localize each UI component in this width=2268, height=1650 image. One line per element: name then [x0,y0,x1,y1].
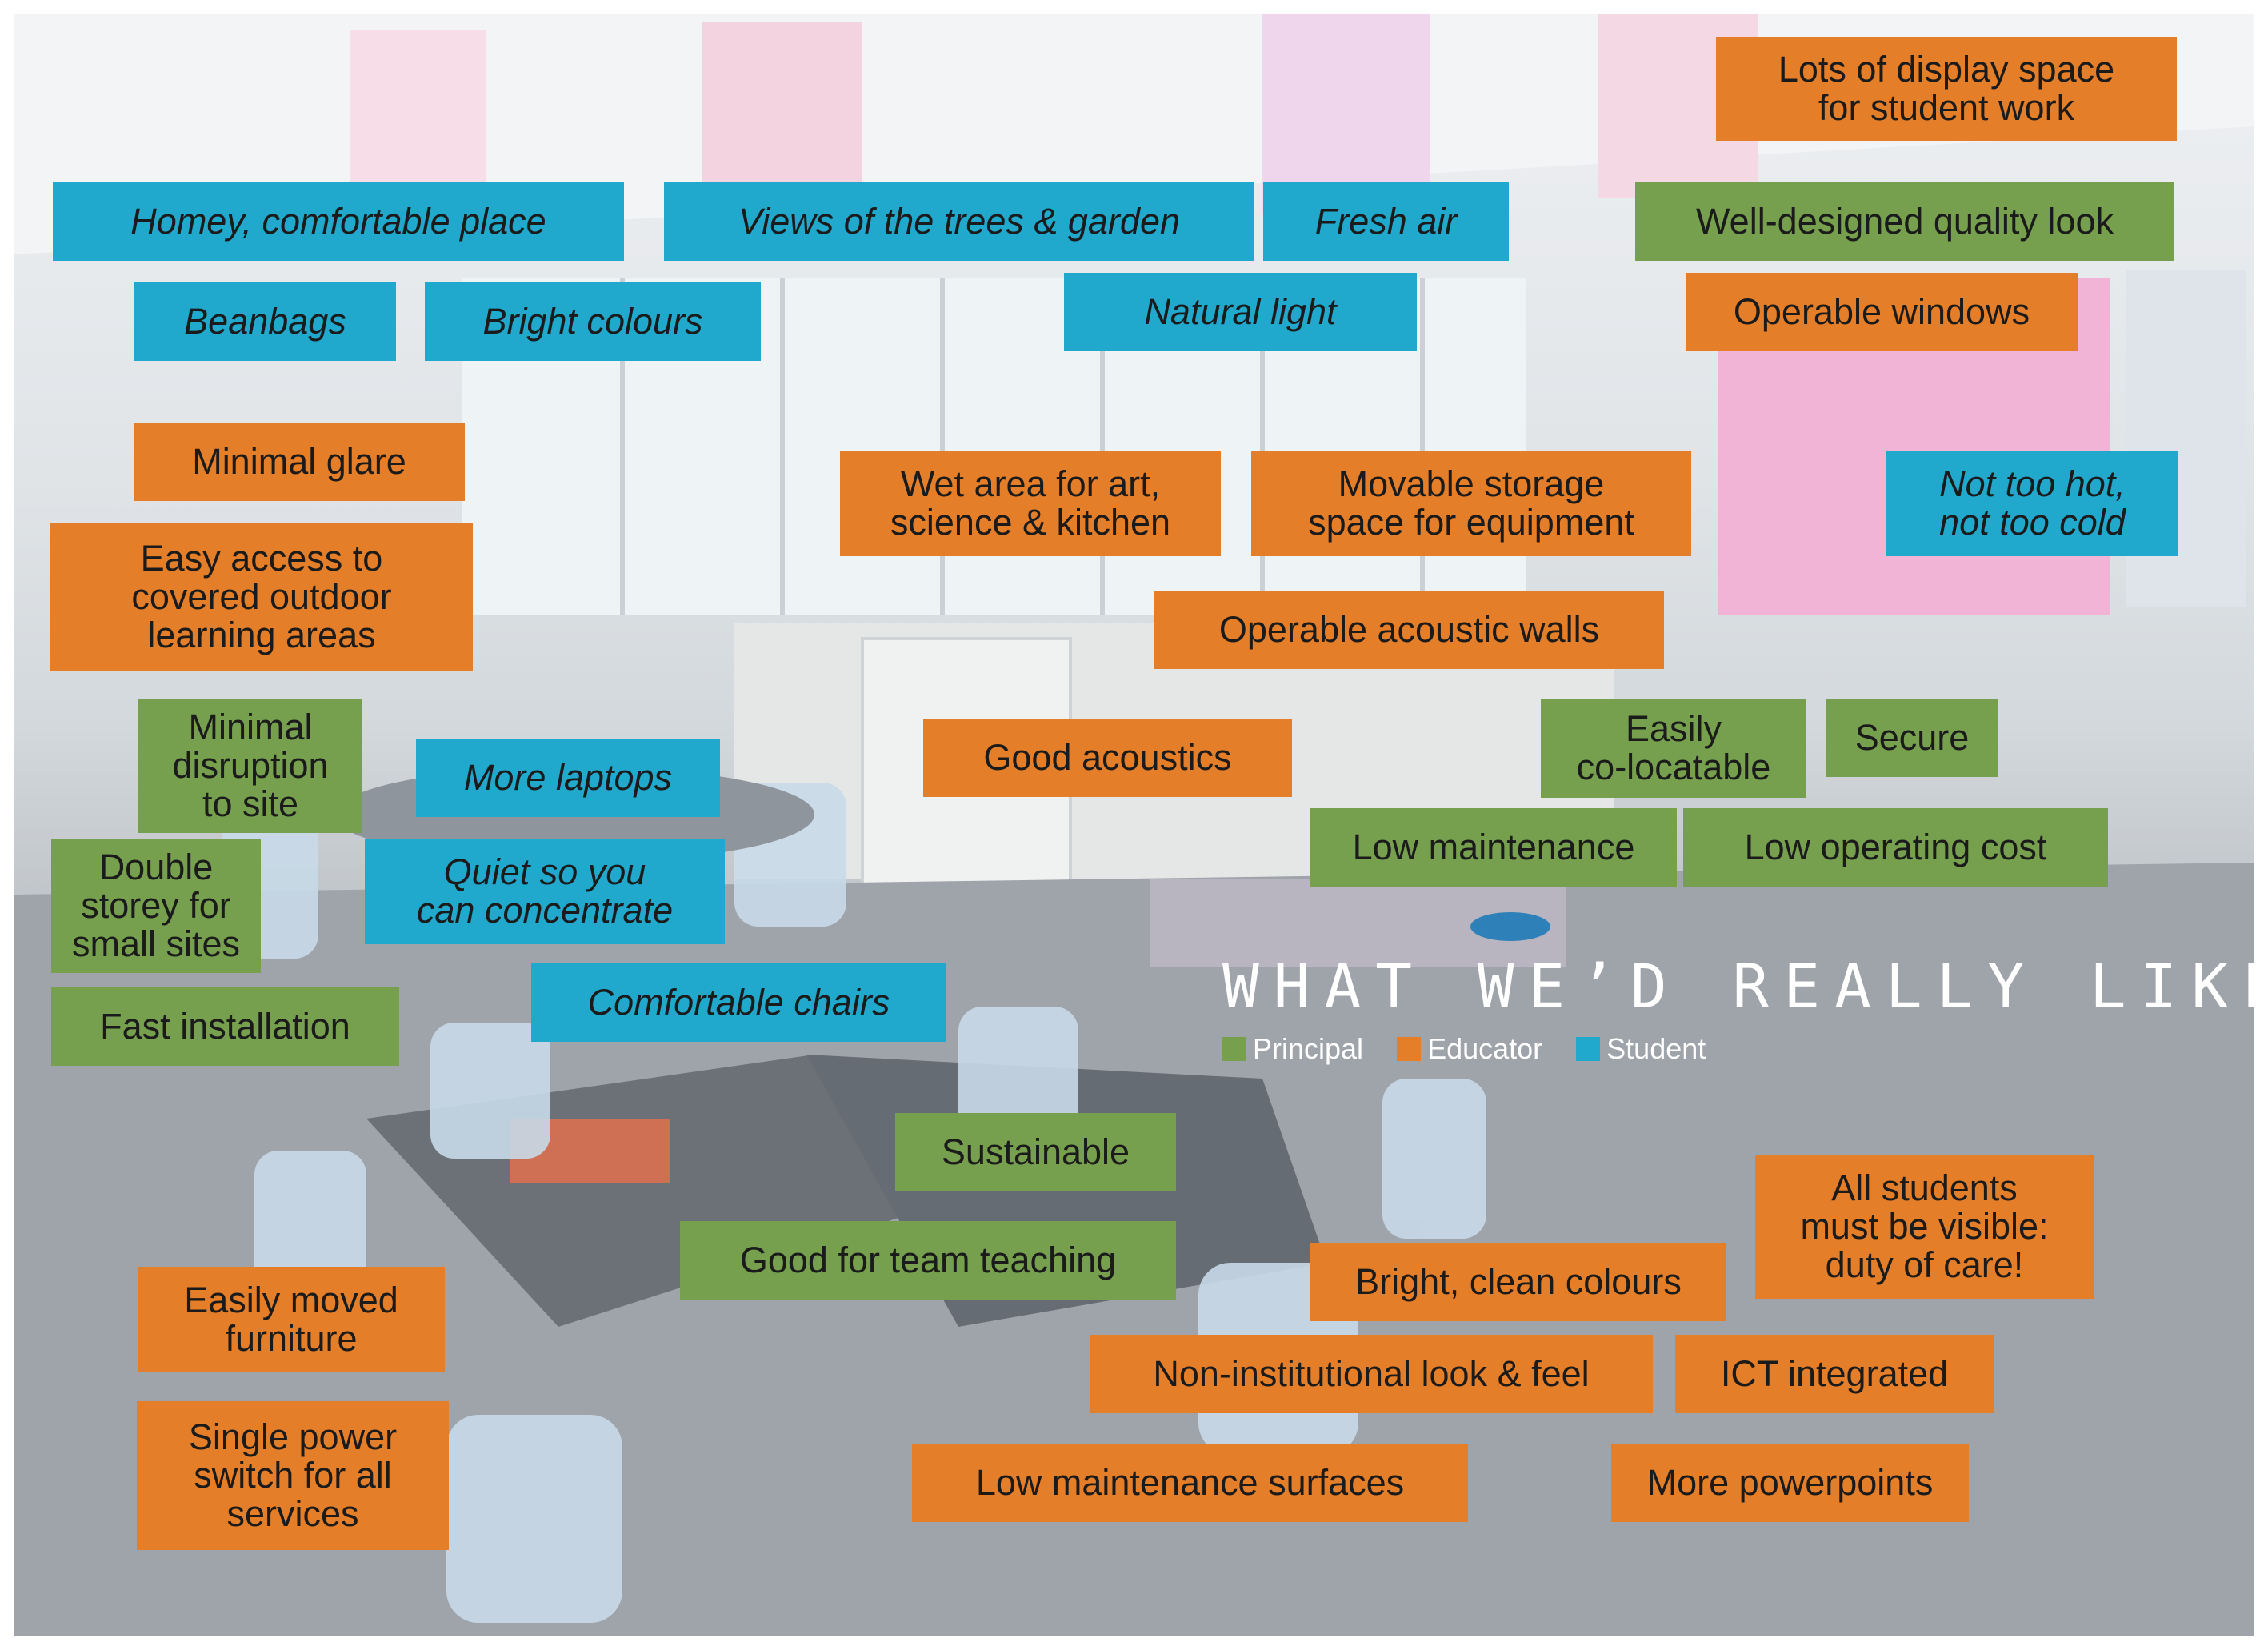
legend-label: Educator [1427,1032,1543,1065]
bubble-text: Bright, clean colours [1355,1261,1682,1303]
bubble-wet-area: Wet area for art, science & kitchen [840,451,1221,603]
bubble-text: Single power switch for all services [188,1416,398,1534]
legend-item-principal: Principal [1222,1032,1363,1066]
bubble-text: Easily moved furniture [184,1280,398,1359]
bubble-double-storey: Double storey for small sites [51,839,261,1047]
bubble-bright-colours: Bright colours [425,282,769,447]
bubble-text: Easily co-locatable [1576,708,1771,787]
bubble-text: Operable windows [1733,291,2030,333]
bubble-text: Good acoustics [983,737,1232,779]
bubble-text: Views of the trees & garden [738,201,1180,242]
student-swatch [1576,1037,1601,1061]
bubble-secure: Secure [1826,699,1998,859]
bubble-text: Quiet so you can concentrate [416,851,674,931]
bubble-more-laptops: More laptops [416,739,720,871]
bubble-not-too-hot: Not too hot, not too cold [1886,451,2178,603]
bubble-text: Well-designed quality look [1696,201,2114,242]
bubble-ict-integrated: ICT integrated [1675,1335,1994,1495]
bubble-bright-clean-colours: Bright, clean colours [1310,1243,1726,1395]
principal-swatch [1222,1037,1246,1061]
bubble-text: Wet area for art, science & kitchen [890,463,1171,543]
bubble-lots-of-display-space: Lots of display space for student work [1716,37,2177,201]
bubble-text: Secure [1854,717,1970,759]
bubble-text: Operable acoustic walls [1218,609,1600,651]
legend-label: Principal [1253,1032,1364,1065]
bubble-natural-light: Natural light [1064,273,1417,409]
bubble-views-of-the-trees: Views of the trees & garden [664,182,1254,314]
legend-item-educator: Educator [1397,1032,1542,1066]
bubble-low-maintenance: Low maintenance [1310,808,1677,976]
legend-title: WHAT WE’D REALLY LIKE [1222,951,2254,1022]
bubble-text: Not too hot, not too cold [1939,463,2126,543]
bubble-text: Comfortable chairs [587,982,890,1023]
bubble-text: Natural light [1144,291,1337,333]
bubble-text: Non-institutional look & feel [1153,1353,1590,1395]
legend-label: Student [1606,1032,1706,1065]
legend: Principal Educator Student [1222,1032,1706,1066]
bubble-good-for-team-teaching: Good for team teaching [680,1221,1176,1477]
bubble-text: Double storey for small sites [71,847,241,964]
bubble-homey-comfortable-place: Homey, comfortable place [53,182,624,298]
bubble-text: Good for team teaching [739,1240,1117,1281]
bubble-text: Homey, comfortable place [130,201,546,242]
bubble-low-operating-cost: Low operating cost [1683,808,2108,976]
bubble-text: Fresh air [1314,201,1458,242]
bubble-text: More laptops [463,757,673,799]
bubble-operable-acoustic-walls: Operable acoustic walls [1154,591,1664,791]
bubble-text: Beanbags [184,301,346,342]
educator-swatch [1397,1037,1422,1061]
bubble-minimal-glare: Minimal glare [134,423,465,535]
bubble-operable-windows: Operable windows [1686,273,2078,413]
bubble-low-maintenance-surfaces: Low maintenance surfaces [912,1444,1468,1636]
bubble-minimal-disruption: Minimal disruption to site [138,699,362,867]
bubble-text: Movable storage space for equipment [1308,463,1634,543]
bubble-movable-storage: Movable storage space for equipment [1251,451,1691,603]
bubble-text: Low maintenance [1352,827,1635,868]
bubble-text: More powerpoints [1646,1462,1934,1504]
bubble-fast-installation: Fast installation [51,987,399,1171]
bubble-text: Easy access to covered outdoor learning … [131,538,392,655]
bubble-fresh-air: Fresh air [1263,182,1509,298]
bubble-text: Sustainable [941,1131,1130,1173]
bubble-easily-moved-furniture: Easily moved furniture [138,1267,445,1407]
bubble-text: Low operating cost [1744,827,2047,868]
bubble-beanbags: Beanbags [134,282,396,410]
legend-item-student: Student [1576,1032,1706,1066]
bubble-good-acoustics: Good acoustics [923,719,1292,891]
bubble-single-power-switch: Single power switch for all services [137,1401,449,1636]
bubble-easily-co-locatable: Easily co-locatable [1541,699,1806,851]
bubble-text: Bright colours [482,301,703,342]
bubble-more-powerpoints: More powerpoints [1611,1444,1969,1636]
bubble-all-students-visible: All students must be visible: duty of ca… [1755,1155,2094,1339]
bubble-text: Minimal disruption to site [172,707,329,824]
bubble-well-designed-quality-look: Well-designed quality look [1635,182,2174,298]
bubble-text: Fast installation [100,1006,350,1047]
bubble-text: Minimal glare [192,441,406,483]
bubble-comfortable-chairs: Comfortable chairs [531,963,946,1171]
bubble-text: Lots of display space for student work [1778,49,2115,128]
bubble-easy-access-outdoor: Easy access to covered outdoor learning … [50,523,473,699]
bubble-sustainable: Sustainable [895,1113,1176,1265]
bubble-text: ICT integrated [1720,1353,1949,1395]
bubble-text: All students must be visible: duty of ca… [1800,1167,2049,1285]
bubble-non-institutional-look: Non-institutional look & feel [1090,1335,1653,1495]
bubble-text: Low maintenance surfaces [975,1462,1405,1504]
bubble-quiet-concentrate: Quiet so you can concentrate [365,839,725,1015]
